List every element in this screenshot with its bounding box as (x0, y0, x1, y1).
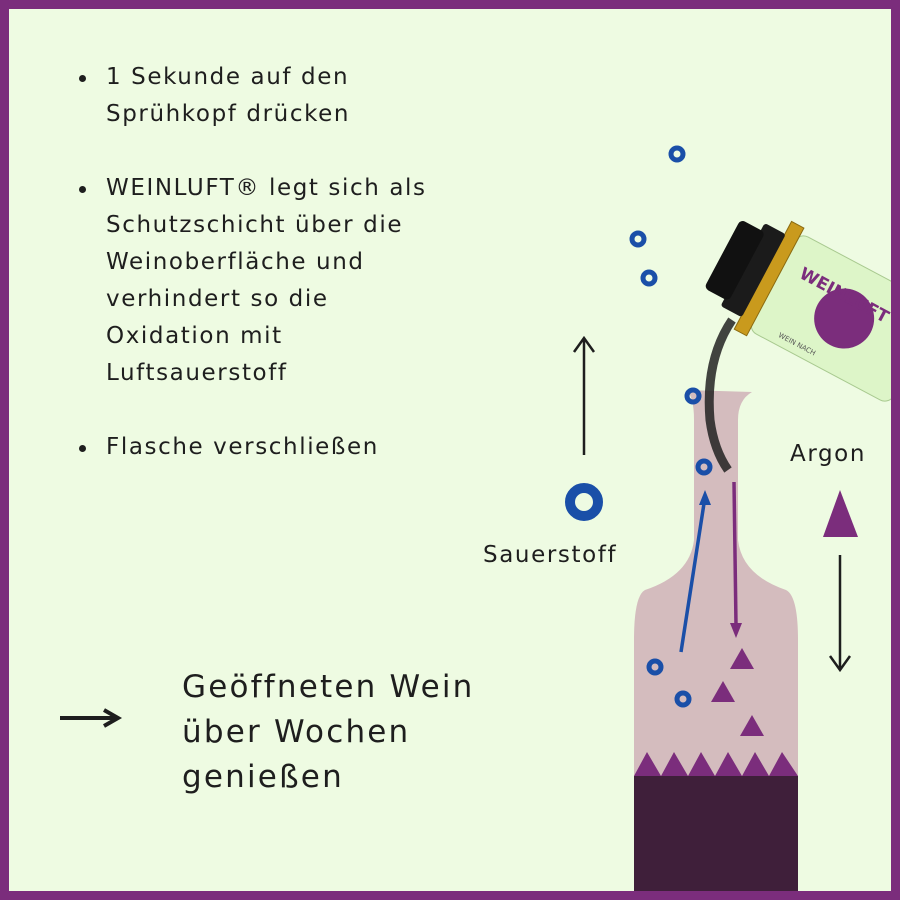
oxygen-icon (668, 145, 686, 163)
oxygen-icon (695, 458, 713, 476)
oxygen-molecules (565, 145, 713, 708)
argon-molecules (711, 490, 858, 736)
right-arrow-icon (60, 708, 123, 728)
wine-liquid (634, 776, 798, 891)
oxygen-icon (684, 387, 702, 405)
wine-surface-zigzag (634, 752, 798, 776)
argon-icon (730, 648, 754, 669)
argon-flow-arrow (732, 481, 738, 626)
up-arrow-icon (572, 335, 596, 455)
tagline: Geöffneten Wein über Wochen genießen (182, 669, 475, 795)
oxygen-icon (674, 690, 692, 708)
oxygen-flow-arrow (679, 496, 707, 653)
step-text: 1 Sekunde auf den Sprühkopf drücken (106, 64, 351, 127)
instruction-list: 1 Sekunde auf den Sprühkopf drücken WEIN… (79, 59, 427, 503)
argon-label: Argon (790, 441, 867, 467)
instruction-step: WEINLUFT® legt sich als Schutzschicht üb… (79, 170, 427, 392)
spray-tube (704, 317, 736, 473)
argon-icon (740, 715, 764, 736)
step-text: WEINLUFT® legt sich als Schutzschicht üb… (106, 175, 427, 386)
instruction-step: Flasche verschließen (79, 429, 427, 466)
step-text: Flasche verschließen (106, 434, 379, 460)
illustration: WEINLUFT WEIN NACH (60, 145, 891, 891)
oxygen-legend-icon (565, 483, 603, 521)
oxygen-label: Sauerstoff (483, 542, 618, 568)
weinluft-spray-bottle: WEINLUFT WEIN NACH (705, 220, 891, 402)
down-arrow-icon (828, 555, 852, 673)
oxygen-icon (646, 658, 664, 676)
argon-legend-icon (823, 490, 858, 537)
infographic: WEINLUFT WEIN NACH 1 Sekunde auf den Spr… (9, 9, 891, 891)
oxygen-icon (629, 230, 647, 248)
argon-icon (711, 681, 735, 702)
oxygen-icon (640, 269, 658, 287)
instruction-step: 1 Sekunde auf den Sprühkopf drücken (79, 59, 427, 133)
